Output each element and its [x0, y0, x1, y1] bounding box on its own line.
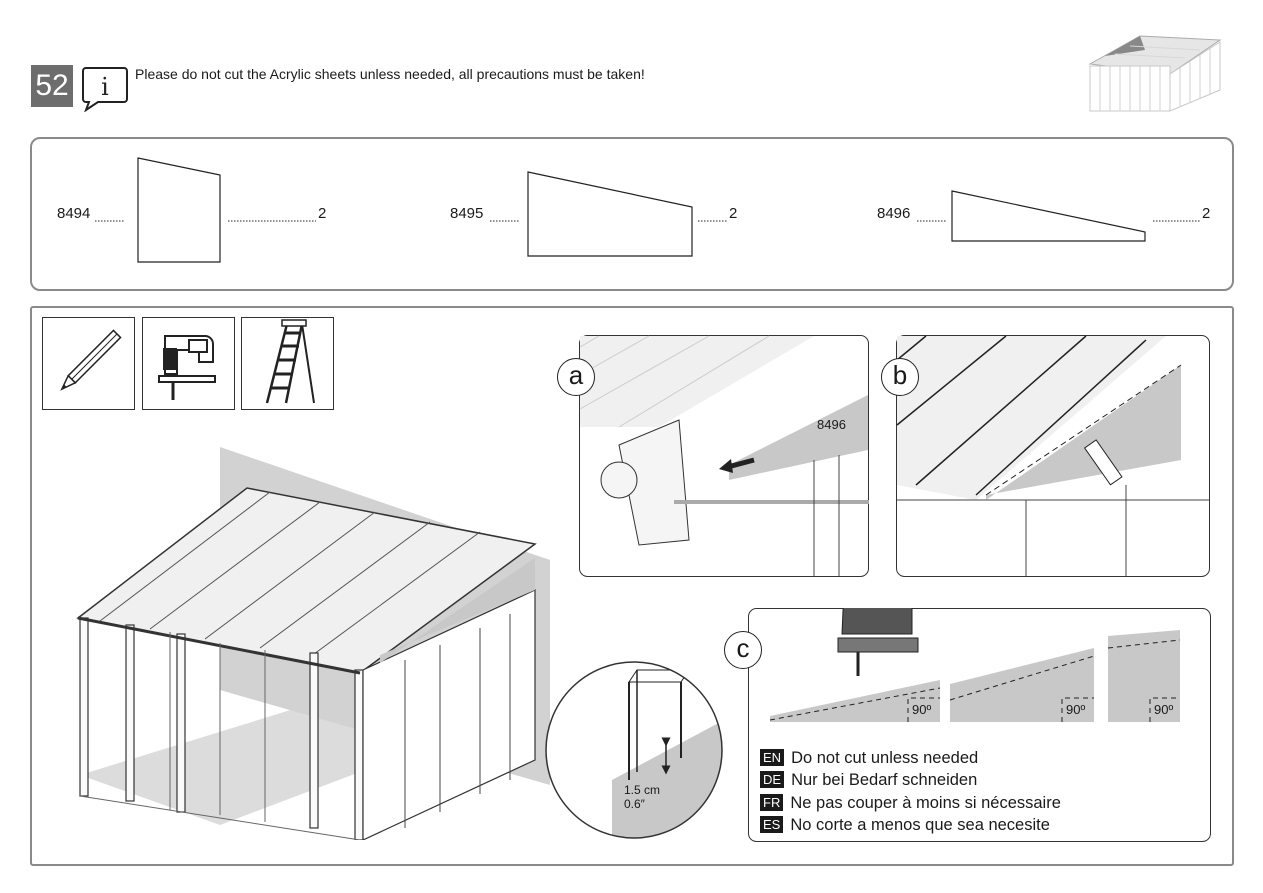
warning-en: EN Do not cut unless needed: [760, 749, 978, 768]
warning-text-fr: Ne pas couper à moins si nécessaire: [790, 794, 1061, 812]
warning-text-en: Do not cut unless needed: [791, 749, 979, 767]
lang-code-de: DE: [760, 771, 785, 788]
warning-de: DE Nur bei Bedarf schneiden: [760, 771, 977, 790]
notice-text: Please do not cut the Acrylic sheets unl…: [135, 66, 645, 82]
measure-in: 0.6″: [624, 797, 645, 811]
detail-a-part-code: 8496: [817, 417, 846, 432]
angle-label-2: 90º: [1066, 702, 1086, 717]
warning-text-de: Nur bei Bedarf schneiden: [791, 771, 978, 789]
lang-code-en: EN: [760, 749, 785, 766]
part-code-8495: 8495: [450, 205, 484, 222]
detail-b-label: b: [881, 358, 919, 396]
detail-a-label: a: [557, 358, 595, 396]
pencil-icon: [60, 329, 122, 391]
tool-box-jigsaw: [142, 317, 235, 410]
part-qty-8494: 2: [318, 205, 327, 222]
sunroom-illustration: [76, 447, 550, 840]
warning-fr: FR Ne pas couper à moins si nécessaire: [760, 794, 1061, 813]
part-shapes: [95, 157, 1200, 263]
jigsaw-icon: [158, 335, 216, 400]
part-code-8496: 8496: [877, 205, 911, 222]
part-qty-8496: 2: [1202, 205, 1211, 222]
detail-c-illustration: [748, 608, 1211, 842]
warning-es: ES No corte a menos que sea necesite: [760, 816, 1050, 835]
measure-cm: 1.5 cm: [624, 783, 661, 797]
building-thumbnail-icon: [1088, 35, 1222, 112]
sheet-8494: [137, 157, 221, 263]
tool-box-pencil: [42, 317, 135, 410]
info-icon: i: [82, 67, 128, 112]
detail-a-illustration: [579, 335, 869, 577]
detail-c-label: c: [724, 631, 762, 669]
lang-code-es: ES: [760, 816, 784, 833]
ladder-icon: [265, 319, 315, 404]
angle-label-3: 90º: [1154, 702, 1174, 717]
sheet-8495: [527, 171, 693, 257]
sheet-8496: [951, 190, 1146, 242]
warning-text-es: No corte a menos que sea necesite: [790, 816, 1050, 834]
step-number: 52: [31, 65, 73, 107]
angle-label-1: 90º: [912, 702, 932, 717]
zoom-detail: [545, 661, 723, 839]
part-code-8494: 8494: [57, 205, 91, 222]
jigsaw-icon: [837, 608, 919, 676]
lang-code-fr: FR: [760, 794, 784, 811]
svg-text:i: i: [101, 73, 109, 101]
tool-box-ladder: [241, 317, 334, 410]
part-qty-8495: 2: [729, 205, 738, 222]
detail-b-illustration: [896, 335, 1210, 577]
